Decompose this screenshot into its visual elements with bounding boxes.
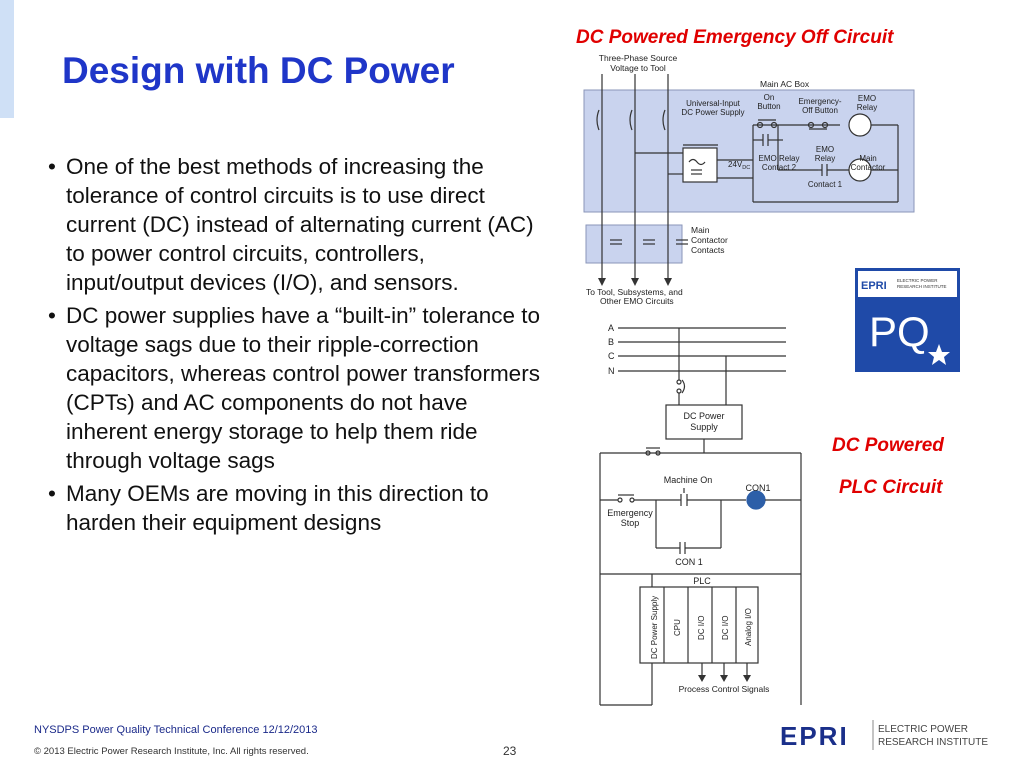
footer-copyright: © 2013 Electric Power Research Institute… (34, 746, 309, 757)
dc-power-label-2: Supply (690, 422, 718, 432)
emergency-off-label-2: Off Button (802, 106, 838, 115)
emo-circuit-diagram: Three-Phase Source Voltage to Tool (583, 53, 915, 306)
plc-arrowheads (698, 675, 751, 682)
three-phase-lines (596, 74, 899, 282)
signals-label: Process Control Signals (679, 684, 770, 694)
bullet-text: One of the best methods of increasing th… (66, 154, 534, 295)
epri-brand: EPRI (780, 721, 849, 751)
emo-relay-label-1: EMO (858, 94, 876, 103)
relay-contact1-label-1: EMO (816, 145, 834, 154)
contacts-label-1: Main (691, 225, 710, 235)
main-contactor-label-1: Main (859, 154, 876, 163)
relay-contact1-label-3: Contact 1 (808, 180, 843, 189)
dc-supply-label-2: DC Power Supply (681, 108, 744, 117)
relay-contact2-label-1: EMO Relay (759, 154, 800, 163)
plc-heading-1: DC Powered (832, 435, 944, 456)
pq-logo: EPRI ELECTRIC POWER RESEARCH INSTITUTE P… (855, 268, 960, 372)
bullet-dot: • (48, 303, 56, 328)
source-label-2: Voltage to Tool (610, 63, 666, 73)
voltage-sub: DC (742, 165, 750, 171)
phase-label-a: A (608, 323, 614, 333)
emo-circuit-heading: DC Powered Emergency Off Circuit (576, 27, 894, 48)
page-number: 23 (503, 744, 517, 758)
plc-label: PLC (693, 576, 711, 586)
dc-power-label-1: DC Power (683, 411, 724, 421)
bullet-item: • Many OEMs are moving in this direction … (46, 479, 546, 537)
voltage-main: 24V (728, 160, 743, 169)
epri-line-1: ELECTRIC POWER (878, 724, 968, 735)
plc-heading-2: PLC Circuit (839, 477, 943, 498)
pq-big-letters: PQ (869, 308, 930, 355)
source-label-1: Three-Phase Source (599, 53, 678, 63)
footer-conference: NYSDPS Power Quality Technical Conferenc… (34, 724, 318, 736)
phase-label-b: B (608, 337, 614, 347)
contacts-label-3: Contacts (691, 245, 725, 255)
slide-title: Design with DC Power (62, 50, 455, 91)
pq-small-text-1: ELECTRIC POWER (897, 278, 938, 283)
pq-brand: EPRI (861, 280, 887, 292)
main-contactor-label-2: Contactor (851, 163, 886, 172)
epri-footer-logo: EPRI ELECTRIC POWER RESEARCH INSTITUTE (780, 720, 988, 751)
phase-label-n: N (608, 366, 615, 376)
bullet-dot: • (48, 481, 56, 506)
to-tool-label-1: To Tool, Subsystems, and (586, 287, 683, 297)
arrowheads (598, 278, 672, 286)
phase-label-c: C (608, 351, 615, 361)
machine-on-label: Machine On (664, 475, 713, 485)
on-button-label-1: On (764, 93, 775, 102)
contacts-label-2: Contactor (691, 235, 728, 245)
bullet-item: • One of the best methods of increasing t… (46, 152, 546, 297)
to-tool-label-2: Other EMO Circuits (600, 296, 674, 306)
star-icon (928, 344, 950, 365)
module-dc-io-2: DC I/O (721, 616, 730, 640)
emergency-off-label-1: Emergency- (798, 97, 841, 106)
module-cpu: CPU (673, 619, 682, 636)
main-ac-box-label: Main AC Box (760, 79, 810, 89)
plc-wiring (599, 327, 802, 706)
bullet-text: Many OEMs are moving in this direction t… (66, 481, 489, 535)
dc-supply-label-1: Universal-Input (686, 99, 741, 108)
bullet-text: DC power supplies have a “built-in” tole… (66, 303, 540, 473)
relay-contact1-label-2: Relay (815, 154, 835, 163)
module-dc-power-supply: DC Power Supply (650, 596, 659, 659)
emergency-label-1: Emergency (607, 508, 653, 518)
emergency-label-2: Stop (621, 518, 640, 528)
corner-accent (0, 0, 14, 118)
module-dc-io-1: DC I/O (697, 616, 706, 640)
con1-contact-label: CON 1 (675, 557, 703, 567)
voltage-label: 24VDC (728, 160, 750, 171)
main-ac-box (583, 89, 915, 213)
con1-coil-label: CON1 (745, 483, 770, 493)
epri-line-2: RESEARCH INSTITUTE (878, 737, 988, 748)
bullet-list: • One of the best methods of increasing t… (46, 152, 546, 541)
plc-circuit-diagram: A B C N DC Power Supply Machine On CON1 … (599, 323, 802, 706)
bullet-dot: • (48, 154, 56, 179)
bullet-item: • DC power supplies have a “built-in” tol… (46, 301, 546, 475)
on-button-label-2: Button (757, 102, 780, 111)
emo-relay-label-2: Relay (857, 103, 877, 112)
module-analog-io: Analog I/O (744, 608, 753, 646)
pq-small-text-2: RESEARCH INSTITUTE (897, 284, 947, 289)
relay-contact2-label-2: Contact 2 (762, 163, 797, 172)
